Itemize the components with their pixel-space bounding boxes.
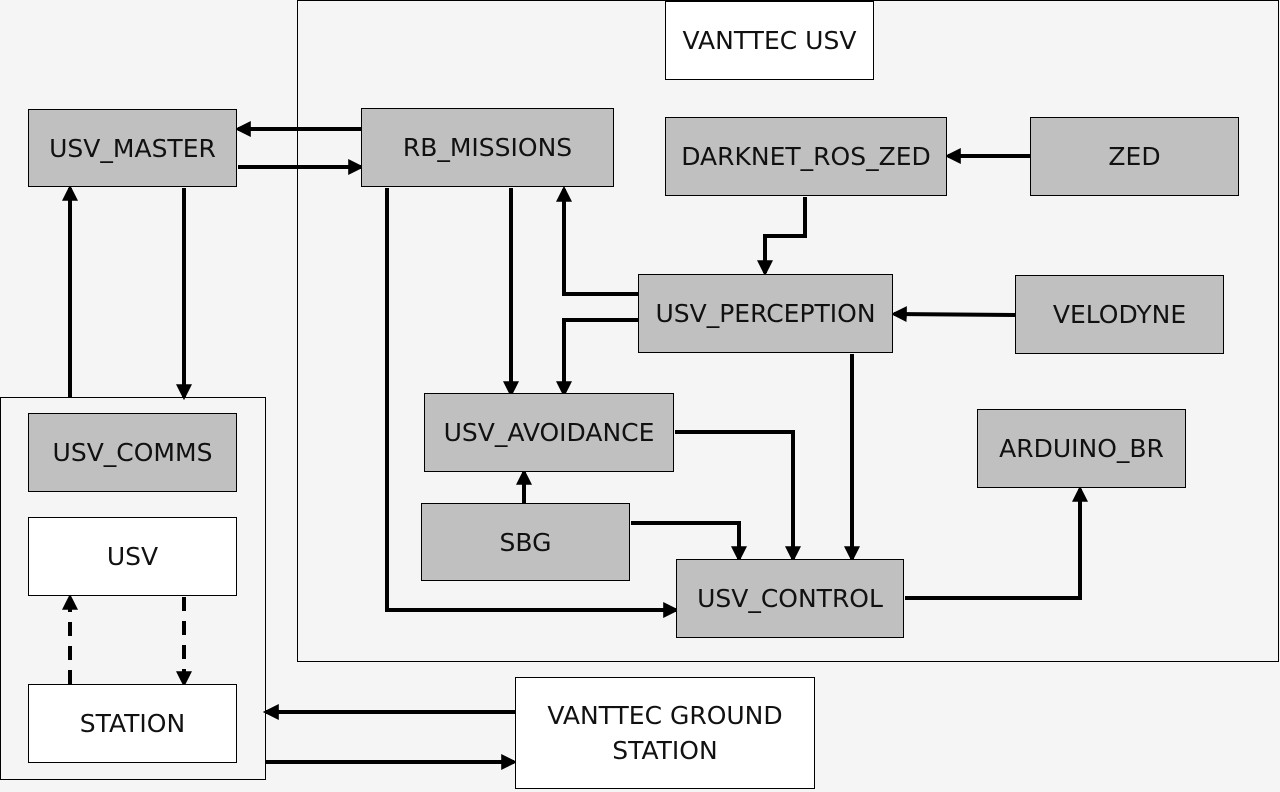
node-usv-perception: USV_PERCEPTION <box>638 274 893 353</box>
vanttec-usv-title: VANTTEC USV <box>665 1 874 80</box>
node-velodyne: VELODYNE <box>1015 275 1224 354</box>
connector-usv-perception-to-usv-avoidance <box>556 318 639 398</box>
node-usv-comms: USV_COMMS <box>28 413 237 492</box>
node-darknet-ros-zed: DARKNET_ROS_ZED <box>665 117 947 196</box>
connector-rb-missions-to-usv-control <box>385 188 680 618</box>
connector-usv-avoidance-to-usv-control <box>675 430 801 563</box>
node-usv-avoidance: USV_AVOIDANCE <box>424 393 674 472</box>
node-sbg: SBG <box>421 503 630 581</box>
node-zed: ZED <box>1030 117 1239 196</box>
connector-darknet-to-usv-perception <box>757 197 807 277</box>
connector-usv-control-to-arduino-br <box>905 485 1088 600</box>
comms-group-boundary <box>0 397 266 780</box>
connector-sbg-to-usv-control <box>631 521 747 563</box>
connector-velodyne-to-usv-perception <box>890 306 1016 323</box>
node-usv-master: USV_MASTER <box>28 109 237 187</box>
node-vanttec-ground-station: VANTTEC GROUND STATION <box>515 677 815 789</box>
node-rb-missions: RB_MISSIONS <box>361 108 614 187</box>
node-usv: USV <box>28 517 237 596</box>
connector-usv-perception-to-rb-missions <box>556 185 639 296</box>
node-station: STATION <box>28 684 237 763</box>
vanttec-usv-boundary <box>297 0 1279 662</box>
node-arduino-br: ARDUINO_BR <box>977 409 1186 488</box>
node-usv-control: USV_CONTROL <box>676 559 904 638</box>
